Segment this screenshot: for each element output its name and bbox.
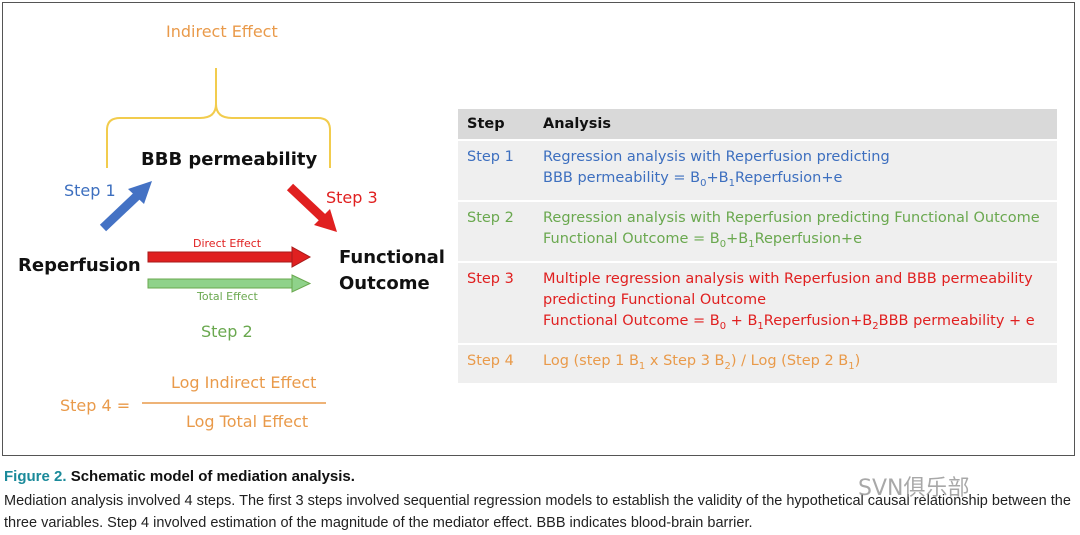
figure-title: Schematic model of mediation analysis.: [70, 468, 355, 485]
table-cell-analysis: Log (step 1 B1 x Step 3 B2) / Log (Step …: [534, 343, 1057, 385]
figure-label: Figure 2.: [4, 468, 67, 485]
table-row: Step 3 Multiple regression analysis with…: [458, 261, 1057, 345]
table-header-step: Step: [458, 109, 534, 141]
analysis-table: Step Analysis Step 1 Regression analysis…: [458, 109, 1057, 385]
analysis-line: Regression analysis with Reperfusion pre…: [543, 209, 1040, 226]
analysis-line: Multiple regression analysis with Reperf…: [543, 270, 1033, 287]
table-row: Step 4 Log (step 1 B1 x Step 3 B2) / Log…: [458, 343, 1057, 385]
table-cell-step: Step 2: [458, 200, 534, 263]
step1-arrow: [99, 181, 152, 232]
figure-caption-title: Figure 2. Schematic model of mediation a…: [4, 468, 355, 485]
direct-effect-arrow: [147, 246, 312, 268]
mediation-diagram: [99, 68, 337, 404]
table-row: Step 1 Regression analysis with Reperfus…: [458, 140, 1057, 202]
step3-label: Step 3: [326, 188, 378, 207]
analysis-line: Functional Outcome = B0 + B1Reperfusion+…: [543, 312, 1035, 332]
indirect-effect-label: Indirect Effect: [166, 22, 278, 41]
table-cell-step: Step 3: [458, 261, 534, 345]
indirect-effect-bracket: [106, 68, 331, 168]
table-cell-analysis: Multiple regression analysis with Reperf…: [534, 261, 1057, 345]
table-cell-analysis: Regression analysis with Reperfusion pre…: [534, 140, 1057, 202]
step1-label: Step 1: [64, 181, 116, 200]
total-effect-label: Total Effect: [197, 290, 258, 303]
table-cell-step: Step 4: [458, 343, 534, 385]
mediator-label: BBB permeability: [141, 149, 318, 170]
analysis-line: Functional Outcome = B0+B1Reperfusion+e: [543, 230, 863, 250]
fraction-numerator: Log Indirect Effect: [171, 373, 317, 392]
table-header-row: Step Analysis: [458, 109, 1057, 141]
step3-arrow: [286, 183, 337, 232]
analysis-line: Log (step 1 B1 x Step 3 B2) / Log (Step …: [543, 352, 861, 372]
watermark: SVN俱乐部: [858, 476, 970, 501]
table-cell-step: Step 1: [458, 140, 534, 202]
step2-label: Step 2: [201, 322, 253, 341]
analysis-line: Regression analysis with Reperfusion pre…: [543, 149, 890, 165]
step4-label: Step 4 =: [60, 396, 131, 415]
total-effect-arrow: [147, 274, 312, 293]
table-row: Step 2 Regression analysis with Reperfus…: [458, 200, 1057, 263]
table-header-analysis: Analysis: [534, 109, 1057, 141]
table-cell-analysis: Regression analysis with Reperfusion pre…: [534, 200, 1057, 263]
figure-caption-body: Mediation analysis involved 4 steps. The…: [4, 493, 1071, 531]
direct-effect-label: Direct Effect: [193, 237, 262, 250]
fraction-denominator: Log Total Effect: [186, 412, 309, 431]
outcome-label-line2: Outcome: [339, 273, 430, 294]
analysis-line: predicting Functional Outcome: [543, 291, 767, 308]
exposure-label: Reperfusion: [18, 255, 141, 276]
outcome-label-line1: Functional: [339, 247, 445, 268]
analysis-line: BBB permeability = B0+B1Reperfusion+e: [543, 170, 843, 189]
